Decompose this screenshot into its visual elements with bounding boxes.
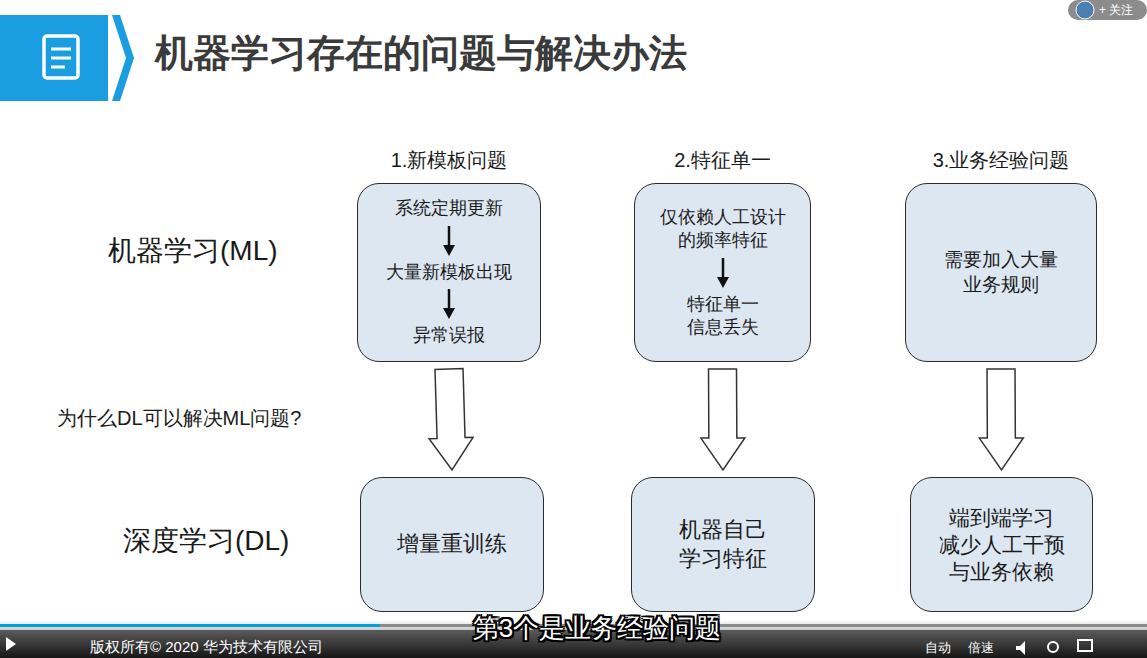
flow-arrow-head: [443, 308, 455, 319]
title-icon-block: [0, 15, 108, 101]
box-body: 增量重训练: [397, 530, 507, 559]
question-label: 为什么DL可以解决ML问题?: [57, 405, 301, 432]
document-icon-line: [51, 66, 65, 69]
copyright: 版权所有© 2020 华为技术有限公司: [90, 638, 323, 657]
column-heading: 2.特征单一: [615, 147, 830, 174]
box-text: 端到端学习 减少人工干预 与业务依赖: [939, 504, 1065, 586]
solution-box: 端到端学习 减少人工干预 与业务依赖: [910, 477, 1093, 612]
avatar: [1076, 1, 1094, 19]
solution-box: 机器自己 学习特征: [631, 477, 815, 612]
settings-icon: [1048, 642, 1058, 652]
hollow-arrow: [429, 369, 473, 470]
column-heading: 1.新模板问题: [338, 147, 560, 174]
document-icon-line: [51, 57, 71, 60]
subtitle: 第3个是业务经验问题: [473, 611, 721, 646]
title-chevron: [112, 15, 134, 101]
box-text: 需要加入大量 业务规则: [944, 248, 1058, 297]
player-control: 自动: [925, 639, 951, 657]
box-body: 仅依赖人工设计 的频率特征特征单一 信息丢失: [660, 206, 786, 340]
hollow-arrow: [701, 369, 745, 470]
player-control: 倍速: [968, 639, 994, 657]
flow-arrow: [442, 225, 456, 257]
progress-fill: [0, 624, 380, 627]
box-text: 机器自己 学习特征: [679, 516, 767, 573]
flow-arrow-shaft: [448, 289, 451, 310]
row-label: 深度学习(DL): [123, 522, 289, 560]
row-label: 机器学习(ML): [108, 232, 278, 270]
flow-arrow-head: [717, 277, 729, 288]
flow-arrow: [442, 288, 456, 320]
box-text: 大量新模板出现: [386, 261, 512, 284]
pip-icon: [1078, 640, 1092, 651]
play-icon: [6, 637, 16, 651]
flow-arrow-shaft: [448, 226, 451, 247]
problem-box: 2.特征单一仅依赖人工设计 的频率特征特征单一 信息丢失: [634, 183, 811, 362]
volume-icon: [1016, 641, 1025, 655]
box-body: 机器自己 学习特征: [679, 516, 767, 573]
solution-box: 增量重训练: [360, 477, 544, 612]
document-icon: [44, 36, 78, 78]
box-text: 仅依赖人工设计 的频率特征: [660, 206, 786, 253]
box-body: 端到端学习 减少人工干预 与业务依赖: [939, 504, 1065, 586]
box-text: 系统定期更新: [395, 197, 503, 220]
box-text: 特征单一 信息丢失: [687, 293, 759, 340]
flow-arrow: [716, 257, 730, 289]
slide-title: 机器学习存在的问题与解决办法: [155, 28, 687, 79]
problem-box: 3.业务经验问题需要加入大量 业务规则: [905, 183, 1097, 362]
box-text: 增量重训练: [397, 530, 507, 559]
follow-button: + 关注: [1099, 2, 1133, 19]
document-icon-line: [51, 48, 71, 51]
hollow-arrow: [979, 369, 1023, 470]
problem-box: 1.新模板问题系统定期更新大量新模板出现异常误报: [357, 183, 541, 362]
column-heading: 3.业务经验问题: [886, 147, 1116, 174]
flow-arrow-shaft: [721, 258, 724, 279]
box-text: 异常误报: [413, 324, 485, 347]
flow-arrow-head: [443, 245, 455, 256]
follow-pill: [1068, 0, 1147, 20]
box-body: 需要加入大量 业务规则: [944, 248, 1058, 297]
box-body: 系统定期更新大量新模板出现异常误报: [386, 197, 512, 347]
